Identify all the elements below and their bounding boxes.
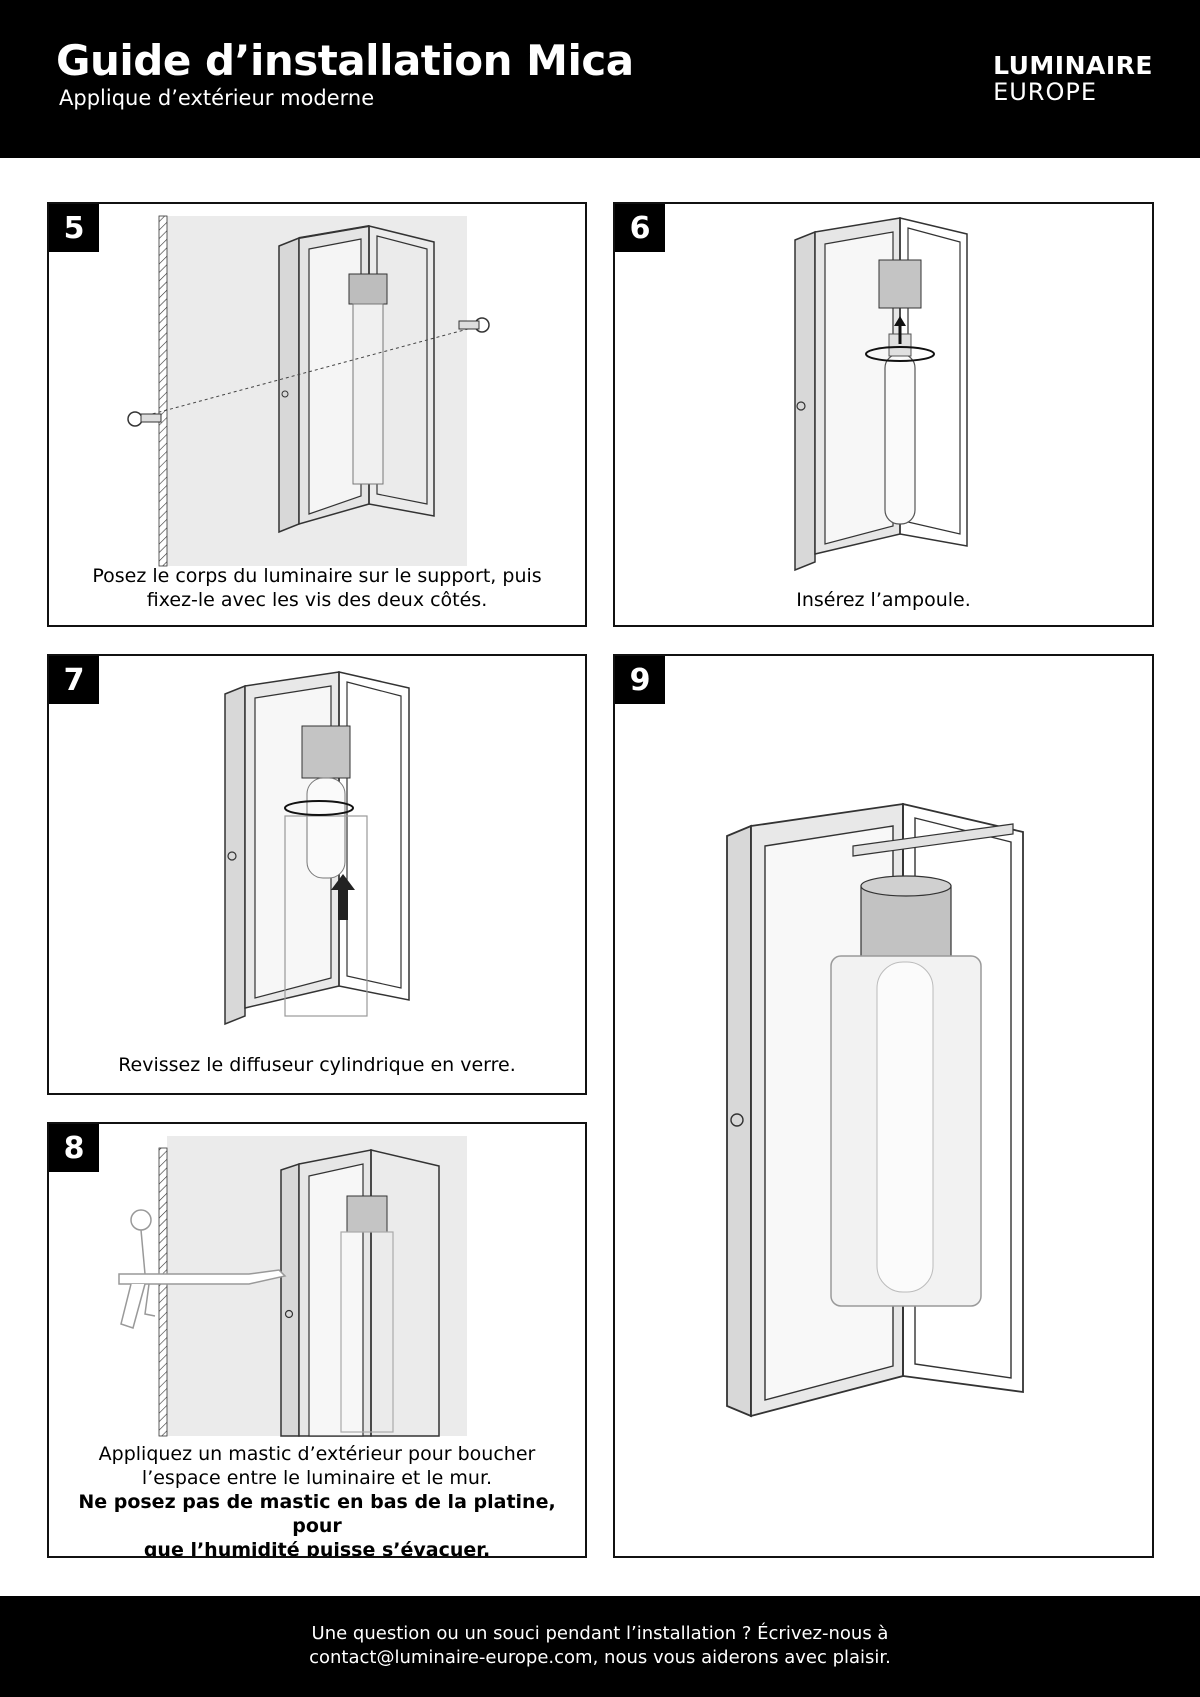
step-6-illustration-insert-bulb (794, 217, 968, 572)
step-5-number: 5 (49, 204, 99, 252)
step-9-illustration-finished-lamp (726, 802, 1024, 1418)
step-8-illustration-apply-sealant (118, 1136, 467, 1437)
step-7-caption: Revissez le diffuseur cylindrique en ver… (59, 1053, 575, 1077)
step-8-number: 8 (49, 1124, 99, 1172)
step-5-caption-line-1: Posez le corps du luminaire sur le suppo… (92, 565, 542, 587)
step-7-caption-line-1: Revissez le diffuseur cylindrique en ver… (118, 1054, 516, 1076)
step-5-panel: 5 Posez le corps du lumina (47, 202, 587, 627)
step-6-panel: 6 Insérez l’ampoule. (613, 202, 1154, 627)
step-8-caption: Appliquez un mastic d’extérieur pour bou… (59, 1442, 575, 1558)
brand-logo: LUMINAIRE EUROPE (993, 52, 1153, 105)
step-9-number: 9 (615, 656, 665, 704)
step-9-panel: 9 (613, 654, 1154, 1558)
screw-right-icon (458, 317, 490, 333)
step-8-warning-line-1: Ne posez pas de mastic en bas de la plat… (78, 1491, 556, 1537)
step-8-panel: 8 Appliquez un mastic d’extérieur pour b… (47, 1122, 587, 1558)
step-6-caption: Insérez l’ampoule. (625, 588, 1142, 612)
page-footer: Une question ou un souci pendant l’insta… (0, 1596, 1200, 1697)
brand-line-1: LUMINAIRE (993, 51, 1153, 80)
footer-line-1: Une question ou un souci pendant l’insta… (311, 1623, 889, 1644)
page-title: Guide d’installation Mica (56, 36, 634, 85)
step-5-caption: Posez le corps du luminaire sur le suppo… (59, 564, 575, 612)
step-7-illustration-screw-diffuser (224, 671, 410, 1026)
footer-contact-line[interactable]: contact@luminaire-europe.com, nous vous … (309, 1647, 891, 1668)
screw-left-icon (127, 411, 162, 427)
step-7-panel: 7 Revissez le diffuseur cylindrique en v… (47, 654, 587, 1095)
step-6-number: 6 (615, 204, 665, 252)
step-5-illustration-mount-screws (127, 215, 490, 567)
step-7-number: 7 (49, 656, 99, 704)
caulk-gun-icon (118, 1209, 287, 1329)
step-8-warning-line-2: que l’humidité puisse s’évacuer. (143, 1539, 491, 1558)
page-subtitle: Applique d’extérieur moderne (59, 86, 375, 110)
step-6-caption-line-1: Insérez l’ampoule. (796, 589, 971, 611)
step-8-caption-line-2: l’espace entre le luminaire et le mur. (141, 1467, 493, 1489)
arrow-up-icon (894, 316, 906, 344)
step-8-caption-line-1: Appliquez un mastic d’extérieur pour bou… (98, 1443, 536, 1465)
brand-line-2: EUROPE (993, 78, 1098, 106)
page-header: Guide d’installation Mica Applique d’ext… (0, 0, 1200, 158)
arrow-up-bold-icon (331, 874, 355, 920)
step-5-caption-line-2: fixez-le avec les vis des deux côtés. (146, 589, 488, 611)
